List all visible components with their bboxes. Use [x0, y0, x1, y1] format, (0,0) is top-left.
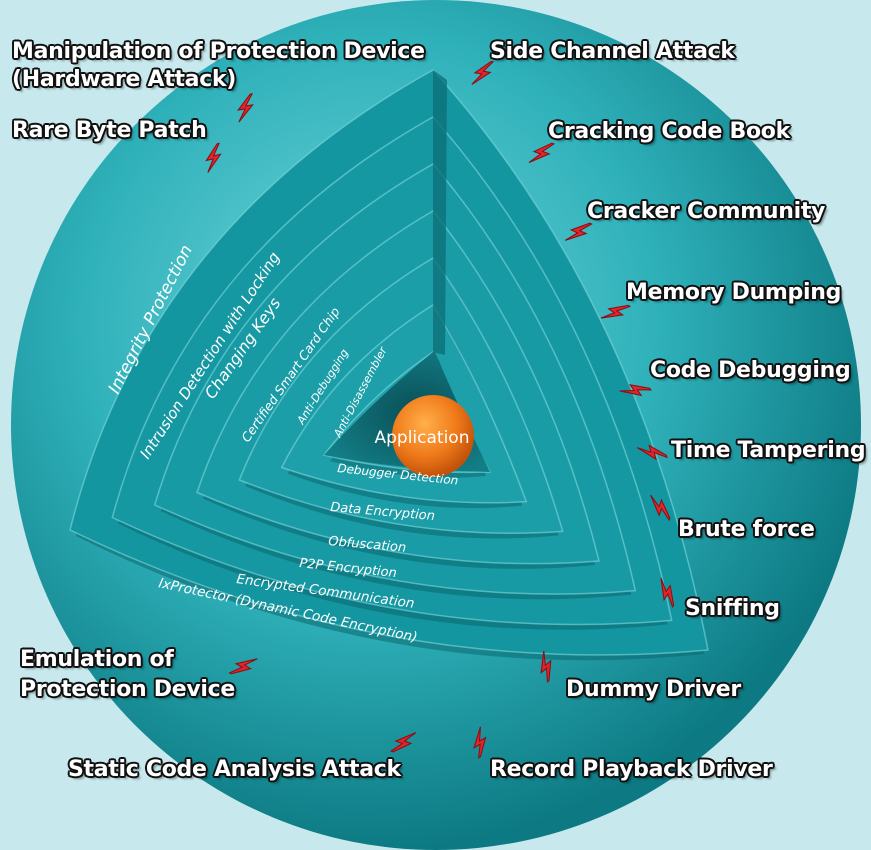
attack-record-playback-driver: Record Playback Driver	[490, 757, 773, 782]
attack-time-tampering: Time Tampering	[671, 438, 866, 463]
attack-static-code-analysis: Static Code Analysis Attack	[68, 757, 401, 782]
attack-dummy-driver: Dummy Driver	[566, 677, 741, 702]
attack-code-debugging: Code Debugging	[650, 358, 851, 383]
attack-cracker-community: Cracker Community	[587, 199, 826, 224]
attack-hardware-attack: (Hardware Attack)	[12, 67, 237, 92]
application-label: Application	[375, 428, 470, 448]
attack-brute-force: Brute force	[678, 517, 815, 542]
attack-sniffing: Sniffing	[685, 596, 780, 621]
attack-emulation-of: Emulation of	[20, 647, 174, 672]
cutaway-wall	[433, 70, 447, 355]
attack-protection-device: Protection Device	[20, 677, 235, 702]
attack-memory-dumping: Memory Dumping	[626, 280, 842, 305]
attack-cracking-code-book: Cracking Code Book	[548, 119, 790, 144]
attack-manipulation-of-protection-device: Manipulation of Protection Device	[12, 39, 425, 64]
attack-side-channel: Side Channel Attack	[490, 39, 735, 64]
application-core	[392, 395, 474, 477]
attack-rare-byte-patch: Rare Byte Patch	[12, 118, 207, 143]
layer-label-obfuscation: Obfuscation	[328, 534, 407, 556]
